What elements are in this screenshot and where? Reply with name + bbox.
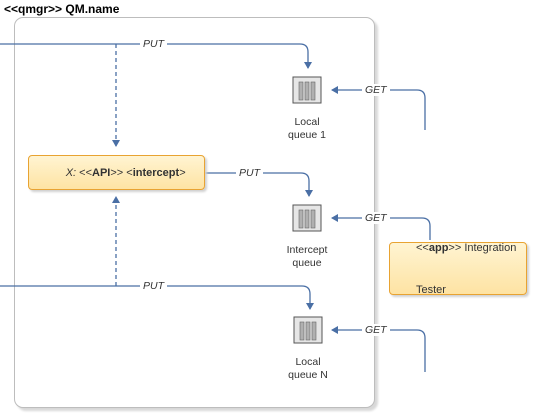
queue-icon-intercept <box>292 204 322 232</box>
get-arrow-queue-1 <box>331 86 426 130</box>
qmgr-title: <<qmgr>> QM.name <box>4 2 120 16</box>
intercept-component[interactable]: X: <<API>> <intercept> <box>28 155 205 190</box>
get-arrow-intercept-queue <box>331 214 431 240</box>
integration-tester-component[interactable]: <<app>> Integration Tester <box>389 242 527 296</box>
put-arrow-queue-1 <box>0 43 312 69</box>
get-label-1: GET <box>362 84 390 96</box>
put-arrow-intercept-queue <box>205 172 313 197</box>
get-arrow-queue-n <box>331 326 426 372</box>
queue-icon-1 <box>292 76 322 104</box>
get-label-n: GET <box>362 324 390 336</box>
put-arrow-queue-n <box>0 285 314 310</box>
get-label-intercept: GET <box>362 212 390 224</box>
put-label-1: PUT <box>140 38 167 50</box>
put-label-intercept: PUT <box>236 167 263 179</box>
put-label-n: PUT <box>140 280 167 292</box>
queue-icon-n <box>293 316 323 344</box>
